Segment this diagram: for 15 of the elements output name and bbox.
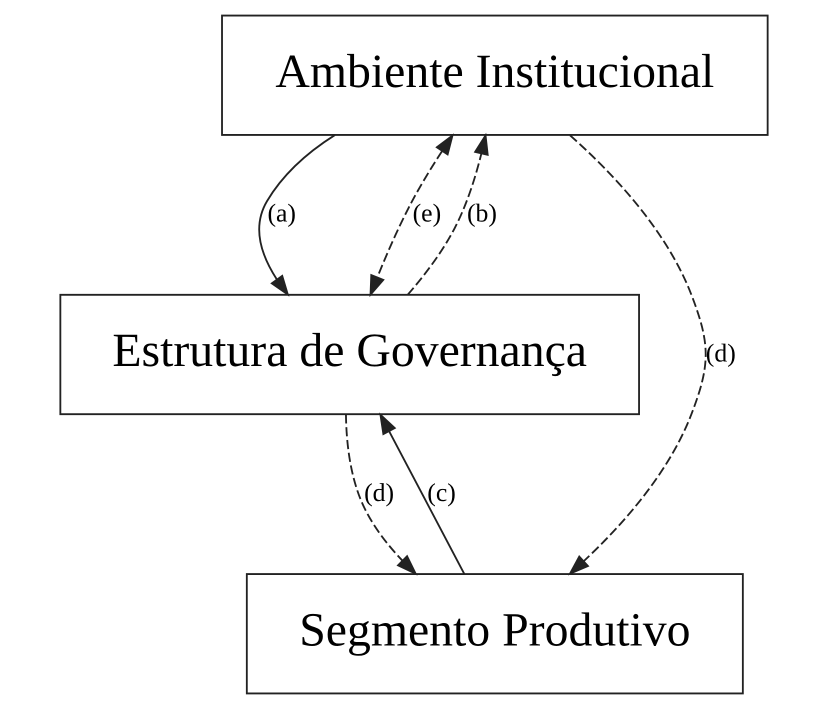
edge-label: (c) xyxy=(426,478,456,507)
edge-label: (a) xyxy=(266,198,296,228)
arrow xyxy=(406,132,488,296)
edge-label: (e) xyxy=(412,198,441,228)
arrow xyxy=(369,133,454,298)
edge-label: (b) xyxy=(466,198,496,228)
edge-label: (d) xyxy=(364,478,394,507)
arrow xyxy=(344,414,418,576)
arrow xyxy=(378,412,465,574)
node-box: Estrutura de Governança xyxy=(58,294,640,416)
node-box: Segmento Produtivo xyxy=(245,573,744,694)
arrow xyxy=(567,134,706,576)
arrow xyxy=(258,134,335,297)
edge-label: (d) xyxy=(705,338,736,368)
node-box: Ambiente Institucional xyxy=(220,14,768,136)
